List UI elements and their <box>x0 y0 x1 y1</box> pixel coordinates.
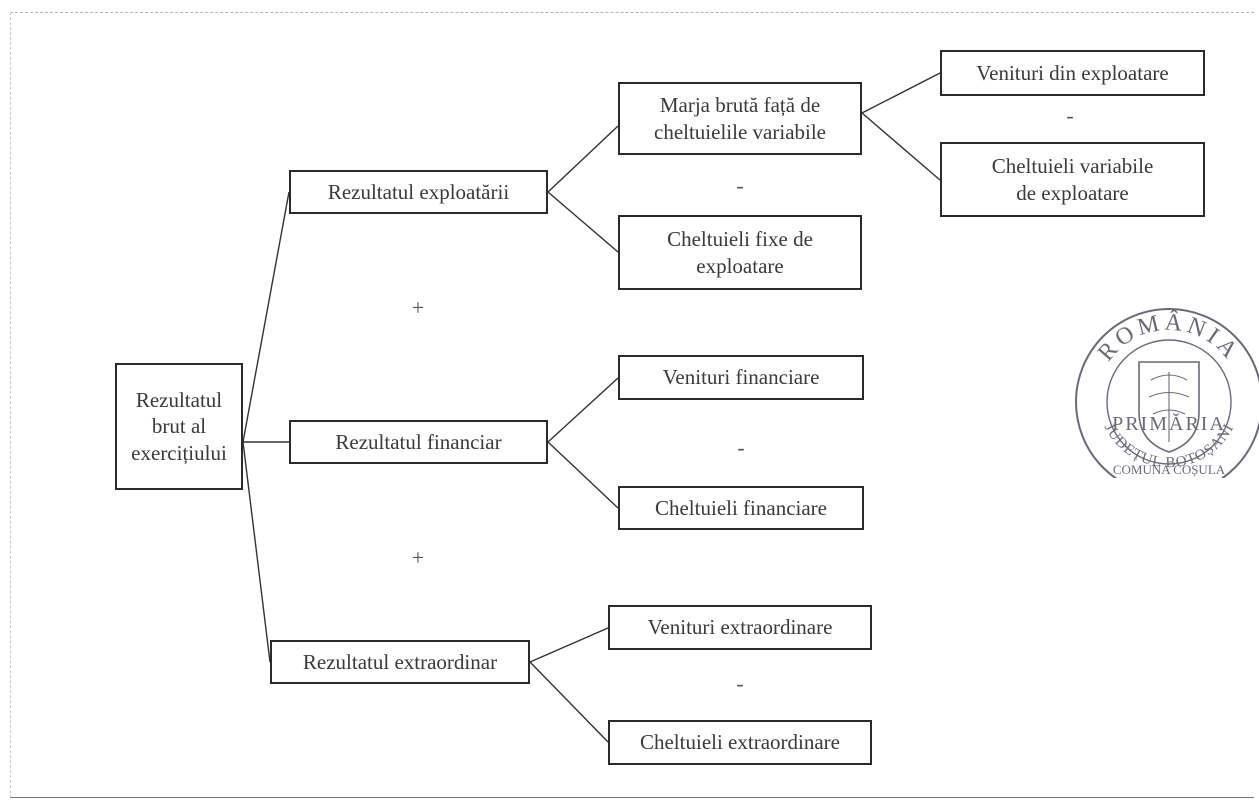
venituri-financiare-box: Venituri financiare <box>618 355 864 400</box>
stamp-commune-text: COMUNA COȘULA <box>1113 462 1226 477</box>
connector-financiar-venituri <box>547 377 619 443</box>
stamp-seal-icon: ROMÂNIA JUDEȚUL BOTOȘANI COMUNA COȘULA P… <box>1075 308 1259 478</box>
marja-box: Marja brută față de cheltuielile variabi… <box>618 82 862 155</box>
venituri-exploatare-box: Venituri din exploatare <box>940 50 1205 96</box>
official-stamp: ROMÂNIA JUDEȚUL BOTOȘANI COMUNA COȘULA P… <box>1069 302 1259 478</box>
operator-plus: + <box>411 295 425 320</box>
operator-minus: - <box>736 173 744 198</box>
fixe-box: Cheltuieli fixe de exploatare <box>618 215 862 290</box>
venituri-extraordinare-box: Venituri extraordinare <box>608 605 872 650</box>
connector-exploatare-fixe <box>547 191 619 253</box>
operator-minus: - <box>737 435 745 460</box>
financiar-box: Rezultatul financiar <box>289 420 548 464</box>
root-box: Rezultatul brut al exercițiului <box>115 363 243 490</box>
financiar-label: Rezultatul financiar <box>335 429 502 454</box>
venituri-exploatare-label: Venituri din exploatare <box>976 60 1169 85</box>
connector-financiar-cheltuieli <box>547 441 619 509</box>
connector-root-extraordinar <box>242 441 271 663</box>
svg-text:ROMÂNIA: ROMÂNIA <box>1093 309 1245 366</box>
cheltuieli-variabile-label: Cheltuieli variabile de exploatare <box>991 154 1154 205</box>
cheltuieli-financiare-label: Cheltuieli financiare <box>654 495 827 520</box>
connector-root-exploatare <box>242 191 290 443</box>
exploatare-box: Rezultatul exploatării <box>289 170 548 214</box>
connector-marja-variabile <box>861 112 941 181</box>
operator-minus: - <box>1066 103 1074 128</box>
fixe-label: Cheltuieli fixe de exploatare <box>667 227 813 278</box>
connector-exploatare-marja <box>547 125 619 193</box>
connector-marja-venituri <box>861 72 941 114</box>
marja-label: Marja brută față de cheltuielile variabi… <box>654 93 826 144</box>
cheltuieli-extraordinare-box: Cheltuieli extraordinare <box>608 720 872 765</box>
stamp-country-text: ROMÂNIA <box>1093 309 1241 366</box>
extraordinar-box: Rezultatul extraordinar <box>270 640 530 684</box>
stamp-office-text: PRIMĂRIA <box>1112 412 1226 435</box>
operator-minus: - <box>736 671 744 696</box>
venituri-extraordinare-label: Venituri extraordinare <box>647 615 833 640</box>
connector-extraordinar-cheltuieli <box>529 661 609 743</box>
root-label: Rezultatul brut al exercițiului <box>131 388 227 465</box>
connector-extraordinar-venituri <box>529 627 609 663</box>
operator-plus: + <box>411 545 425 570</box>
extraordinar-label: Rezultatul extraordinar <box>302 649 498 674</box>
cheltuieli-financiare-box: Cheltuieli financiare <box>618 486 864 530</box>
page-frame <box>10 12 1254 798</box>
cheltuieli-variabile-box: Cheltuieli variabile de exploatare <box>940 142 1205 217</box>
exploatare-label: Rezultatul exploatării <box>327 179 510 204</box>
venituri-financiare-label: Venituri financiare <box>662 365 820 390</box>
cheltuieli-extraordinare-label: Cheltuieli extraordinare <box>639 730 840 755</box>
